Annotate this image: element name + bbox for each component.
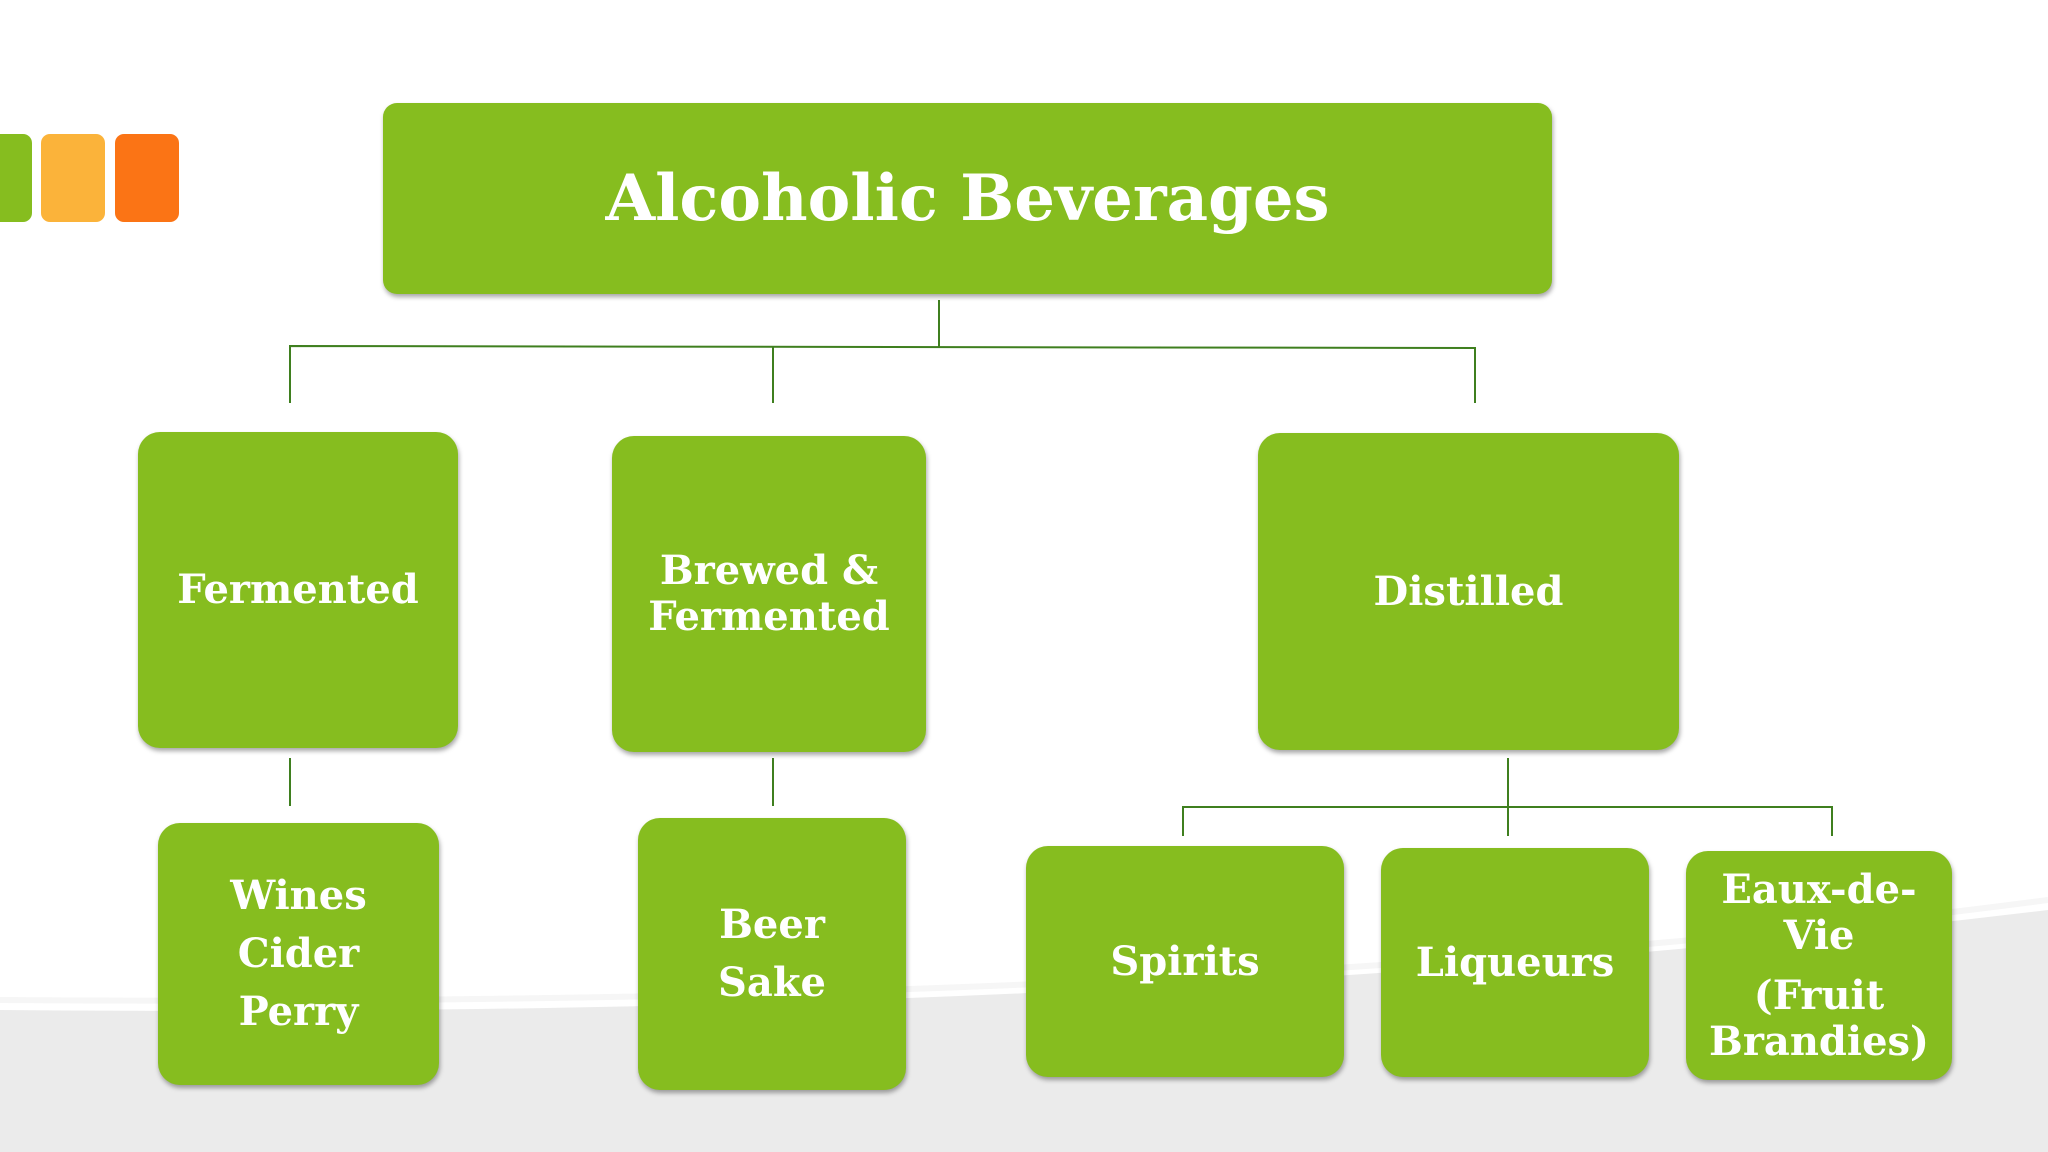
green-square (0, 134, 32, 222)
yellow-square (41, 134, 105, 222)
orange-square (115, 134, 179, 222)
category-brewed-fermented: Brewed & Fermented (612, 436, 926, 752)
examples-brewed-fermented: Beer Sake (638, 818, 906, 1090)
category-distilled: Distilled (1258, 433, 1679, 750)
example-item: Cider (237, 930, 360, 977)
example-item: Perry (238, 988, 359, 1035)
distilled-eaux-de-vie: Eaux-de-Vie (Fruit Brandies) (1686, 851, 1952, 1080)
category-fermented: Fermented (138, 432, 458, 748)
distilled-spirits: Spirits (1026, 846, 1344, 1077)
example-item: Beer (719, 901, 825, 948)
subcategory-label: Liqueurs (1415, 938, 1615, 986)
category-label-line: Brewed & (659, 547, 879, 594)
category-label-line: Fermented (648, 593, 890, 640)
category-label: Distilled (1373, 567, 1564, 615)
subcategory-label-line: Brandies) (1709, 1017, 1929, 1065)
category-label: Fermented (177, 566, 419, 613)
distilled-liqueurs: Liqueurs (1381, 848, 1649, 1077)
root-node: Alcoholic Beverages (383, 103, 1552, 294)
example-item: Wines (230, 872, 367, 919)
root-label: Alcoholic Beverages (605, 160, 1330, 236)
subcategory-label-line: (Fruit (1753, 971, 1885, 1019)
subcategory-label-line: Eaux-de-Vie (1721, 865, 1917, 959)
subcategory-label: Spirits (1110, 937, 1260, 985)
example-item: Sake (718, 959, 826, 1006)
examples-fermented: Wines Cider Perry (158, 823, 439, 1085)
